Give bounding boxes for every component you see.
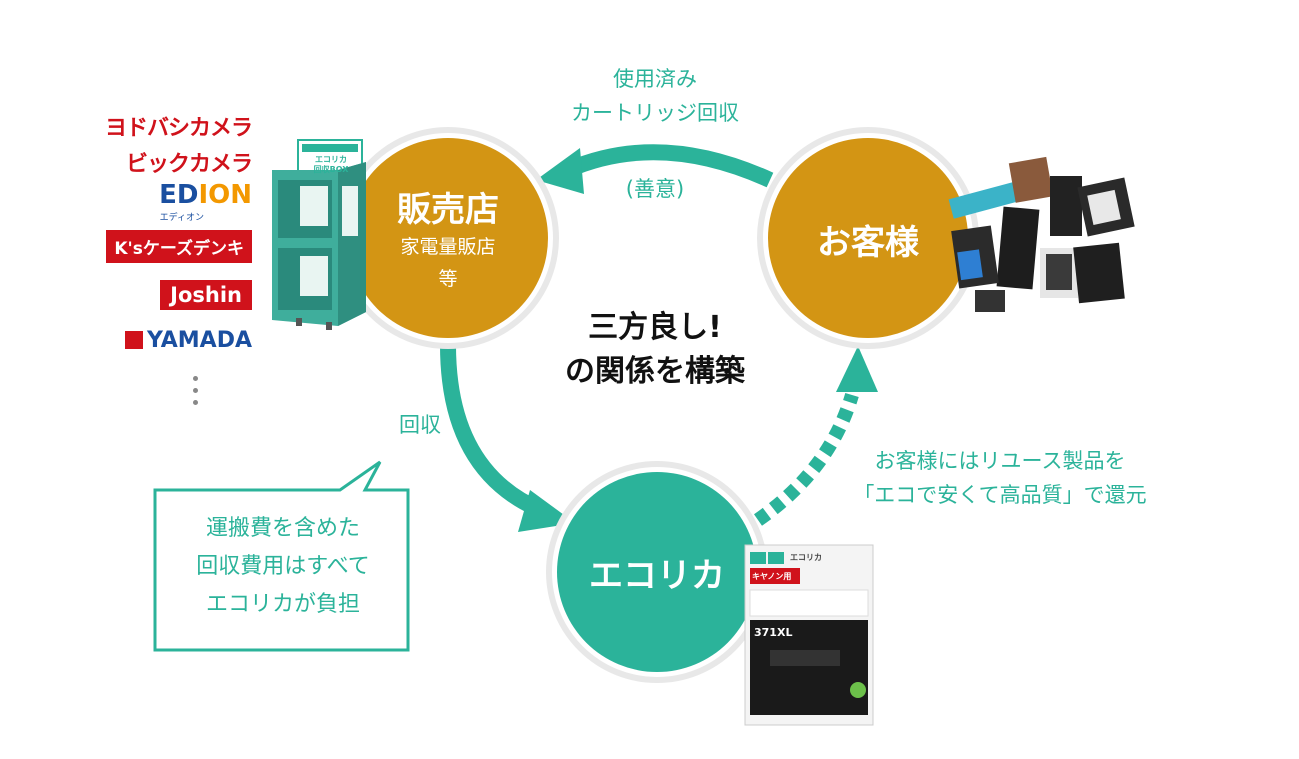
arrow-store-to-ecorica (440, 344, 544, 518)
callout-line-1: 運搬費を含めた (205, 516, 360, 541)
logo-joshin: Joshin (160, 280, 252, 310)
logo-yamada-text: YAMADA (146, 328, 252, 353)
box-label-line-1: エコリカ (315, 155, 347, 164)
logo-ks: K'sケーズデンキ (106, 230, 252, 263)
label-return-line-2: 「エコで安くて高品質」で還元 (853, 483, 1147, 507)
label-used-cartridge: 使用済み カートリッジ回収 (540, 62, 770, 130)
ink-cartridges-icon (948, 156, 1135, 312)
customer-title: お客様 (817, 223, 919, 263)
center-message: 三方良し! の関係を構築 (540, 306, 770, 394)
yamada-mark-icon (124, 331, 143, 349)
ecorica-circle (557, 472, 757, 672)
box-label-line-2: 回収BOX (313, 165, 349, 174)
logo-edion: EDION (159, 180, 252, 210)
label-collect: 回収 (399, 413, 441, 437)
logo-yodobashi: ヨドバシカメラ (104, 116, 253, 141)
arrowhead-to-customer (836, 346, 878, 392)
center-line-2: の関係を構築 (565, 354, 745, 389)
ecorica-title: エコリカ (589, 556, 725, 596)
store-subtitle-2: 等 (438, 268, 458, 290)
store-subtitle-1: 家電量販店 (400, 236, 496, 258)
store-circle (348, 138, 548, 338)
label-return: お客様にはリユース製品を 「エコで安くて高品質」で還元 (835, 444, 1165, 512)
package-model: 371XL (754, 626, 793, 639)
label-used-line-1: 使用済み (613, 67, 697, 91)
callout-line-2: 回収費用はすべて (196, 554, 370, 579)
center-line-1: 三方良し! (588, 310, 722, 345)
logo-edion-on: ION (198, 180, 252, 210)
store-title: 販売店 (397, 190, 499, 230)
package-tag: キヤノン用 (752, 572, 792, 581)
more-dots (193, 376, 203, 412)
logo-edion-ed: ED (159, 180, 199, 210)
logo-edion-sub: エディオン (159, 213, 204, 223)
customer-circle (768, 138, 968, 338)
recycle-box-icon (272, 139, 366, 330)
callout-text: 運搬費を含めた 回収費用はすべて エコリカが負担 (158, 510, 408, 624)
arrow-ecorica-to-customer (754, 392, 859, 526)
arrowhead-to-store (536, 148, 584, 194)
package-brand: エコリカ (790, 553, 822, 562)
label-return-line-1: お客様にはリユース製品を (874, 449, 1126, 473)
box-label: エコリカ 回収BOX (306, 155, 356, 175)
logo-bic: ビックカメラ (125, 152, 253, 177)
arrow-customer-to-store (564, 144, 774, 188)
callout-bubble (153, 460, 410, 652)
label-goodwill: (善意) (625, 177, 685, 201)
logo-yamada: YAMADA (124, 328, 252, 353)
store-node: 販売店 家電量販店 等 (348, 182, 548, 295)
callout-line-3: エコリカが負担 (205, 592, 360, 617)
ink-package-icon (744, 544, 874, 726)
label-used-line-2: カートリッジ回収 (571, 101, 739, 125)
